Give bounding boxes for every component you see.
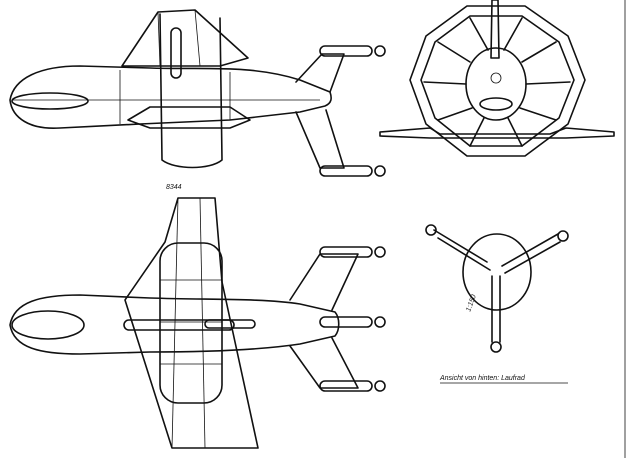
side-fuselage [9, 65, 332, 129]
side-lower-fairing [127, 106, 251, 129]
top-upper-engine-tip [374, 246, 386, 258]
rotor-tip-bottom [490, 341, 502, 353]
top-lower-tail [289, 337, 359, 389]
rear-horizontal-tail [379, 127, 615, 139]
side-upper-shroud [121, 9, 249, 67]
top-upper-engine [319, 246, 373, 258]
top-canopy [11, 310, 85, 340]
top-lower-engine-tip [374, 380, 386, 392]
rotor-tip-right [557, 230, 569, 242]
side-upper-engine-tip [374, 45, 386, 57]
top-view [9, 197, 386, 449]
rotor-caption: Ansicht von hinten: Laufrad [439, 375, 526, 382]
side-canopy [11, 92, 89, 110]
rotor-detail: 1:150 Ansicht von hinten: Laufrad [425, 224, 569, 384]
top-left-slot [123, 319, 235, 331]
side-lower-engine [319, 165, 373, 177]
top-main-wing [124, 197, 259, 449]
side-lower-tail [295, 109, 345, 169]
rotor-tip-left [425, 224, 437, 236]
top-upper-tail [289, 253, 359, 311]
top-center-engine-tip [374, 316, 386, 328]
rotor-hub-disk [462, 233, 532, 311]
side-upper-tail [295, 53, 345, 93]
top-lower-engine [319, 380, 373, 392]
rear-view [379, 0, 615, 157]
side-view-code: 8344 [166, 184, 182, 191]
rear-top-fin [490, 0, 500, 59]
rear-outer-ring [409, 5, 586, 157]
side-view: 8344 [9, 9, 386, 191]
side-vertical-duct [159, 13, 223, 169]
rear-inner-ring [420, 15, 575, 147]
top-fan-housing [159, 242, 223, 404]
side-duct-slot [170, 27, 182, 79]
rear-spokes [423, 17, 571, 147]
top-fuselage [9, 294, 340, 355]
side-lower-engine-tip [374, 165, 386, 177]
rotor-scale: 1:150 [465, 294, 478, 313]
side-upper-engine [319, 45, 373, 57]
top-center-slot [204, 319, 256, 329]
rear-hub-slot [479, 97, 513, 111]
top-center-engine [319, 316, 373, 328]
